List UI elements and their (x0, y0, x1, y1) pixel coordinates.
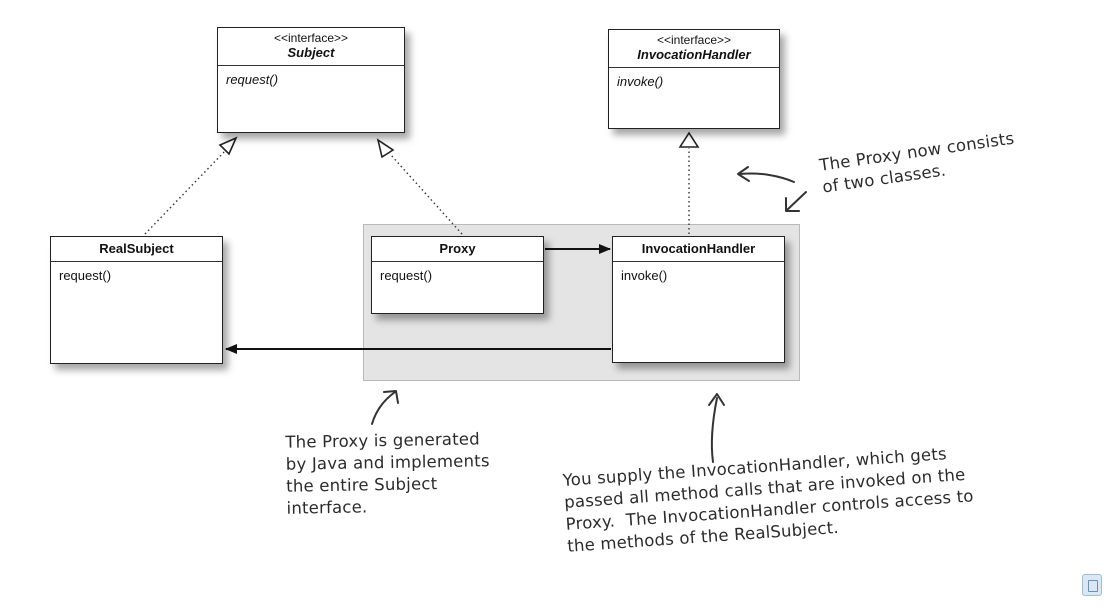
invocation-handler-interface-method: invoke() (617, 74, 664, 89)
proxy-method: request() (380, 268, 433, 283)
realization-arrowhead-right (376, 138, 395, 159)
invocation-handler-interface-box: <<interface>> InvocationHandler invoke() (608, 29, 780, 129)
realization-proxy-subject (389, 153, 463, 235)
invocation-handler-interface-name: InvocationHandler (637, 47, 751, 62)
realization-arrowhead-left (218, 136, 238, 156)
proxy-header: Proxy (372, 237, 543, 262)
invocation-handler-name: InvocationHandler (641, 241, 756, 256)
invocation-handler-box: InvocationHandler invoke() (612, 236, 785, 363)
invocation-handler-interface-header: <<interface>> InvocationHandler (609, 30, 779, 68)
note-proxy-generated: The Proxy is generated by Java and imple… (285, 429, 490, 518)
subject-stereotype: <<interface>> (273, 31, 349, 45)
real-subject-box: RealSubject request() (50, 236, 223, 364)
subject-interface-box: <<interface>> Subject request() (217, 27, 405, 133)
pointer-arrow-proxy-classes-left (737, 166, 795, 183)
real-subject-header: RealSubject (51, 237, 222, 262)
invocation-handler-header: InvocationHandler (613, 237, 784, 262)
subject-interface-header: <<interface>> Subject (218, 28, 404, 66)
real-subject-method: request() (59, 268, 112, 283)
invocation-handler-method: invoke() (621, 268, 668, 283)
real-subject-name: RealSubject (99, 241, 174, 256)
proxy-box: Proxy request() (371, 236, 544, 314)
subject-name: Subject (287, 45, 335, 60)
pointer-arrow-generated (371, 390, 399, 425)
clipboard-icon[interactable] (1082, 574, 1102, 596)
subject-method: request() (226, 72, 279, 87)
pointer-arrow-proxy-classes-down (785, 191, 807, 212)
realization-arrowhead-ih (678, 131, 700, 148)
invocation-handler-interface-stereotype: <<interface>> (656, 33, 732, 47)
pointer-arrow-supply (708, 393, 725, 463)
realization-realsubject-subject (144, 149, 227, 235)
proxy-name: Proxy (439, 241, 476, 256)
